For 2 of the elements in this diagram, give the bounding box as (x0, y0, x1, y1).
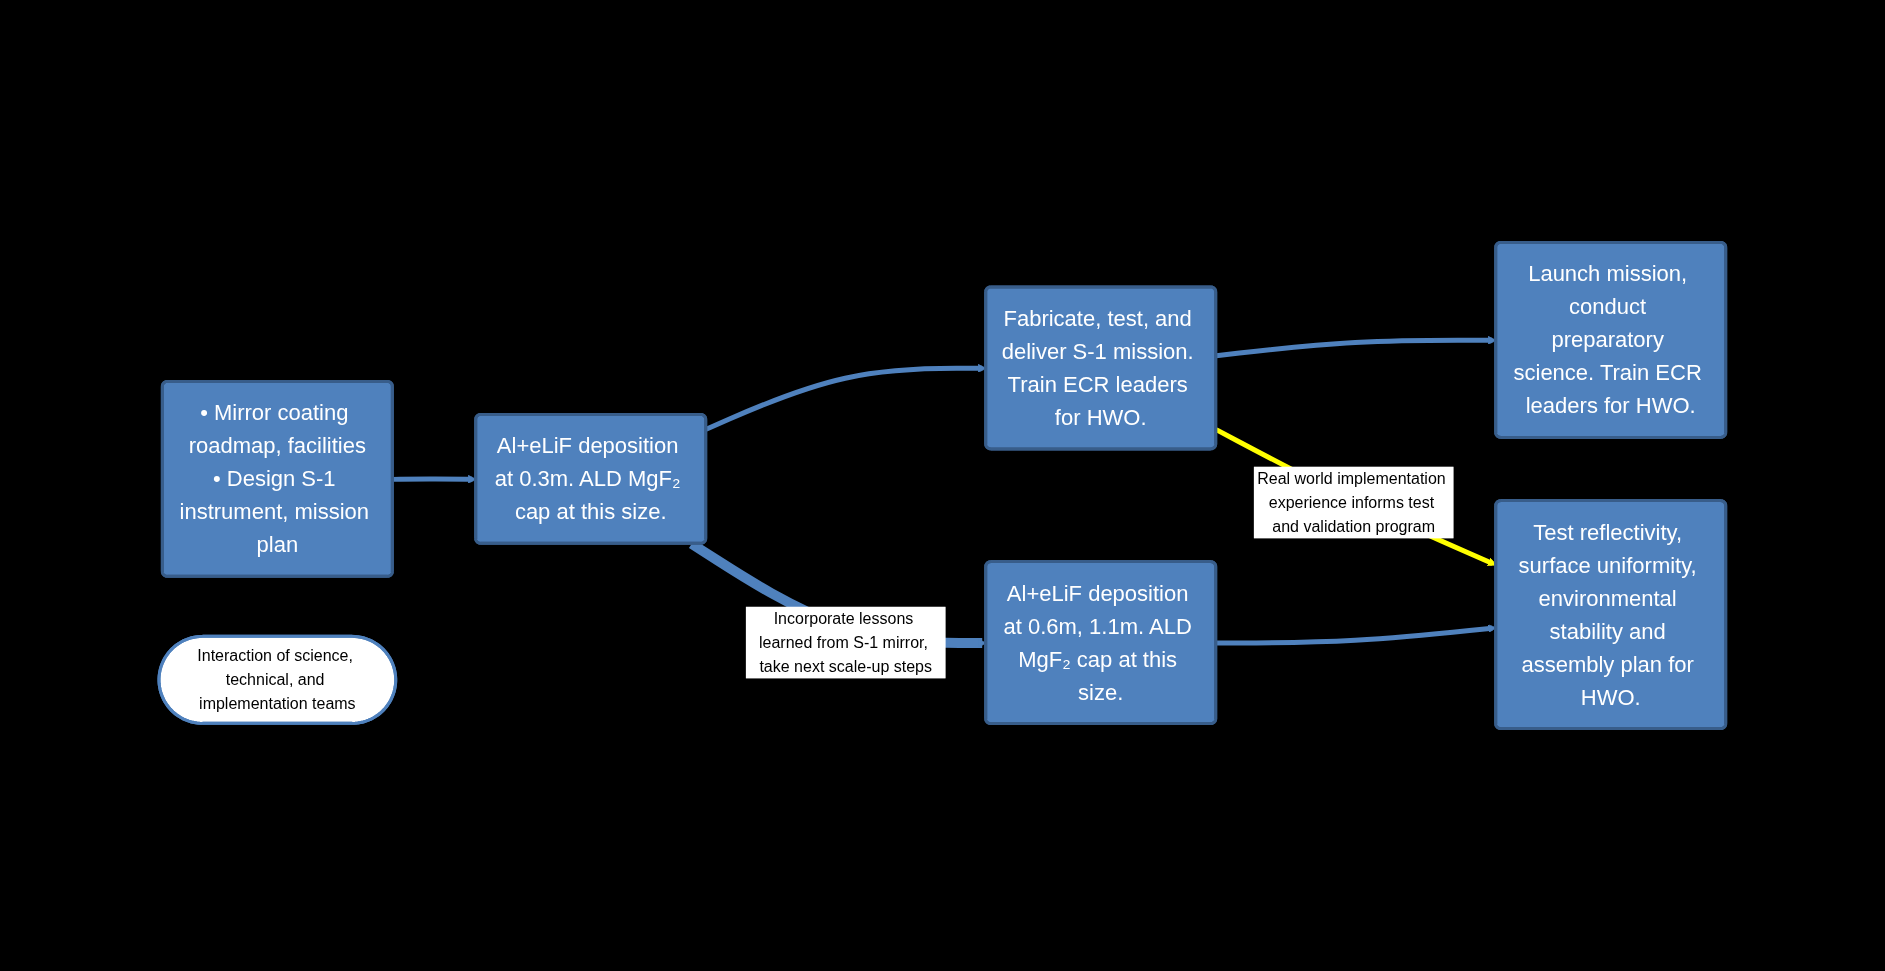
edge-label: Real world implementation experience informs test and validation program (1257, 469, 1446, 535)
edge-label: Incorporate lessons learned from S-1 mirror, take next scale-up steps (759, 609, 933, 675)
